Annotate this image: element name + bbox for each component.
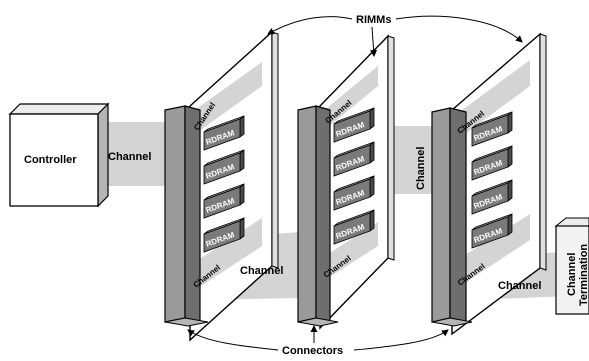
rimms-arrow-center [370,26,378,57]
termination-label-line1: Channel [566,253,578,296]
connectors-label: Connectors [282,345,343,356]
rimms-arrow-left [267,16,353,35]
termination-label-line2: Termination [578,244,589,306]
rimm-module-1 [164,30,279,342]
channel-label-main: Channel [108,151,151,163]
controller-box [8,102,110,208]
rimms-label: RIMMs [356,14,391,26]
rimms-arrow-right [395,15,523,43]
rdram-chip: RDRAM [333,209,375,245]
channel-label-vertical: Channel [415,147,427,190]
channel-label-bottom: Channel [240,265,283,277]
connectors-arrow-left [187,329,279,351]
connectors-arrow-right [353,329,449,351]
rimm-module-2 [297,34,395,330]
channel-label-right: Channel [498,280,541,292]
rdram-chip: RDRAM [471,179,513,215]
controller-label: Controller [24,154,77,166]
channel-termination-box [554,217,589,315]
rdram-chip: RDRAM [471,111,513,147]
